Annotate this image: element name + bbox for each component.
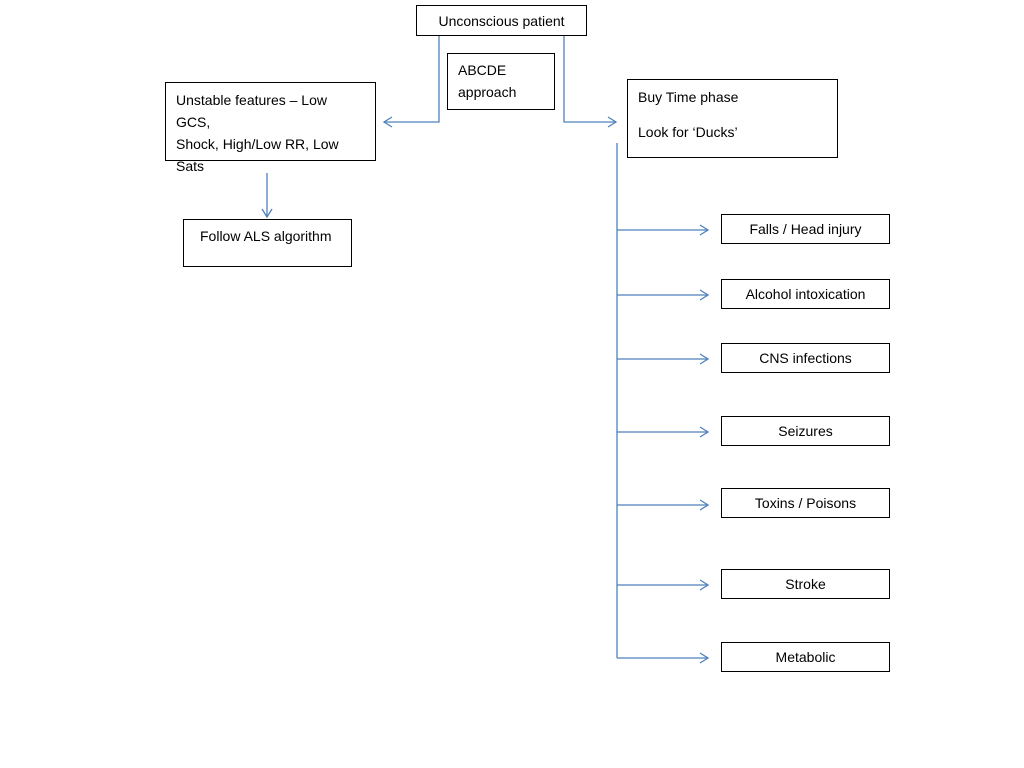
cause-box-cns-infections: CNS infections <box>721 343 890 373</box>
cause-box-seizures: Seizures <box>721 416 890 446</box>
cause-box-stroke: Stroke <box>721 569 890 599</box>
cause-label: Alcohol intoxication <box>745 286 866 302</box>
arrowhead <box>699 652 710 664</box>
cause-box-falls-head-injury: Falls / Head injury <box>721 214 890 244</box>
cause-box-alcohol-intoxication: Alcohol intoxication <box>721 279 890 309</box>
arrowhead <box>607 116 618 128</box>
cause-label: Metabolic <box>775 649 836 665</box>
follow-als-box: Follow ALS algorithm <box>183 219 352 267</box>
arrowhead <box>699 499 710 511</box>
abcde-approach-box: ABCDE approach <box>447 53 555 110</box>
arrowhead <box>699 579 710 591</box>
abcde-approach-line-2: approach <box>458 84 517 100</box>
buy-time-phase-line-2: Look for ‘Ducks’ <box>638 124 738 140</box>
cause-box-metabolic: Metabolic <box>721 642 890 672</box>
cause-label: Stroke <box>785 576 826 592</box>
cause-label: Falls / Head injury <box>749 221 862 237</box>
unconscious-patient-label: Unconscious patient <box>438 12 565 29</box>
arrowhead <box>699 289 710 301</box>
connector-root-to-unstable <box>385 36 440 123</box>
unconscious-patient-box: Unconscious patient <box>416 5 587 36</box>
arrowhead <box>699 224 710 236</box>
arrowhead <box>699 426 710 438</box>
arrowhead <box>382 116 393 128</box>
follow-als-label: Follow ALS algorithm <box>200 228 332 244</box>
buy-time-phase-box: Buy Time phase Look for ‘Ducks’ <box>627 79 838 158</box>
cause-label: Seizures <box>778 423 833 439</box>
arrowhead <box>699 353 710 365</box>
unstable-features-box: Unstable features – Low GCS, Shock, High… <box>165 82 376 174</box>
unstable-features-line-2: Shock, High/Low RR, Low Sats <box>176 136 339 174</box>
arrowhead <box>261 208 273 219</box>
cause-box-toxins-poisons: Toxins / Poisons <box>721 488 890 518</box>
cause-label: Toxins / Poisons <box>754 495 857 511</box>
buy-time-phase-line-1: Buy Time phase <box>638 89 739 105</box>
cause-label: CNS infections <box>759 350 852 366</box>
connector-root-to-buy-time <box>563 36 615 123</box>
unstable-features-line-1: Unstable features – Low GCS, <box>176 92 327 130</box>
abcde-approach-line-1: ABCDE <box>458 62 507 78</box>
